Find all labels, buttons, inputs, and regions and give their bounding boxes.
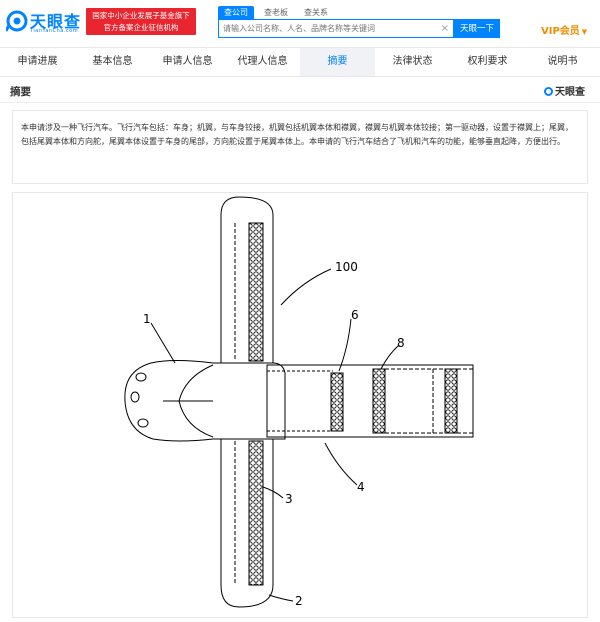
- abstract-text: 本申请涉及一种飞行汽车。飞行汽车包括：车身；机翼，与车身铰接，机翼包括机翼本体和…: [21, 123, 573, 146]
- search-input[interactable]: [223, 22, 441, 35]
- label-100: 100: [335, 260, 358, 274]
- vip-member-link[interactable]: VIP会员▼: [541, 22, 587, 37]
- lower-wing-outline: [220, 439, 274, 608]
- brand-watermark: 天眼查: [544, 83, 585, 98]
- search-tab-company[interactable]: 查公司: [218, 6, 254, 19]
- headlight-upper: [135, 372, 147, 382]
- logo-subtext: TianYanCha.com: [30, 28, 79, 34]
- patent-nav-tabs: 申请进展 基本信息 申请人信息 代理人信息 摘要 法律状态 权利要求 说明书: [0, 47, 600, 77]
- upper-wing-outline: [220, 196, 274, 363]
- tail-drive-chain-8: [372, 368, 386, 434]
- tab-basic-info[interactable]: 基本信息: [92, 56, 133, 67]
- patent-drawing: 100 1 6 8 3 4 2: [12, 192, 588, 618]
- tab-claims[interactable]: 权利要求: [467, 56, 508, 67]
- abstract-text-box: 本申请涉及一种飞行汽车。飞行汽车包括：车身；机翼，与车身铰接，机翼包括机翼本体和…: [12, 110, 588, 184]
- clear-icon[interactable]: ×: [440, 23, 449, 34]
- leader-100: [280, 268, 332, 306]
- logo-text: 天眼查: [30, 12, 82, 31]
- leader-8: [380, 344, 400, 370]
- leader-1: [150, 322, 176, 364]
- body-nose-outline: [124, 360, 214, 442]
- tab-specification[interactable]: 说明书: [547, 56, 578, 67]
- chevron-down-icon: ▼: [581, 28, 588, 36]
- site-logo[interactable]: 天眼查 TianYanCha.com: [6, 8, 86, 36]
- slogan-line-2: 官方备案企业征信机构: [103, 23, 179, 32]
- search-type-tabs: 查公司 查老板 查关系: [218, 6, 334, 19]
- headlight-lower: [137, 418, 149, 428]
- tab-abstract[interactable]: 摘要: [300, 48, 375, 76]
- vip-label: VIP会员: [541, 26, 580, 37]
- leader-6: [338, 318, 352, 372]
- section-title: 摘要: [10, 86, 31, 98]
- section-divider: [0, 102, 600, 103]
- label-3: 3: [285, 492, 293, 506]
- tab-agent-info[interactable]: 代理人信息: [237, 56, 288, 67]
- watermark-text: 天眼查: [555, 87, 585, 98]
- site-header: 天眼查 TianYanCha.com 国家中小企业发展子基金旗下 官方备案企业征…: [0, 0, 600, 44]
- leader-2: [268, 594, 294, 602]
- rudder-dashed-box: [384, 368, 434, 434]
- tail-drive-chain-6: [330, 372, 344, 432]
- upper-wing-drive-chain: [248, 222, 264, 362]
- label-4: 4: [357, 480, 365, 494]
- tab-application-progress[interactable]: 申请进展: [17, 56, 58, 67]
- slogan-line-1: 国家中小企业发展子基金旗下: [92, 11, 190, 20]
- leader-4: [324, 442, 358, 486]
- headlight-mid: [130, 391, 140, 403]
- tianyancha-watermark-icon: [544, 87, 553, 96]
- tab-legal-status[interactable]: 法律状态: [392, 56, 433, 67]
- label-6: 6: [351, 308, 359, 322]
- label-2: 2: [295, 594, 303, 608]
- search-box: ×: [218, 19, 454, 38]
- tab-applicant-info[interactable]: 申请人信息: [162, 56, 213, 67]
- leader-3: [262, 486, 284, 499]
- search-tab-boss[interactable]: 查老板: [264, 8, 288, 17]
- tianyancha-logo-icon: [6, 10, 28, 32]
- label-8: 8: [397, 336, 405, 350]
- label-1: 1: [143, 312, 151, 326]
- lower-wing-drive-chain: [248, 440, 264, 586]
- search-tab-relation[interactable]: 查关系: [304, 8, 328, 17]
- patent-drawing-svg: 100 1 6 8 3 4 2: [124, 196, 474, 608]
- search-button[interactable]: 天眼一下: [454, 19, 500, 38]
- slogan-banner: 国家中小企业发展子基金旗下 官方备案企业征信机构: [86, 8, 196, 35]
- tail-boom-outline: [266, 364, 474, 438]
- fuselage-front: [213, 362, 286, 440]
- tail-drive-chain-end: [444, 368, 458, 434]
